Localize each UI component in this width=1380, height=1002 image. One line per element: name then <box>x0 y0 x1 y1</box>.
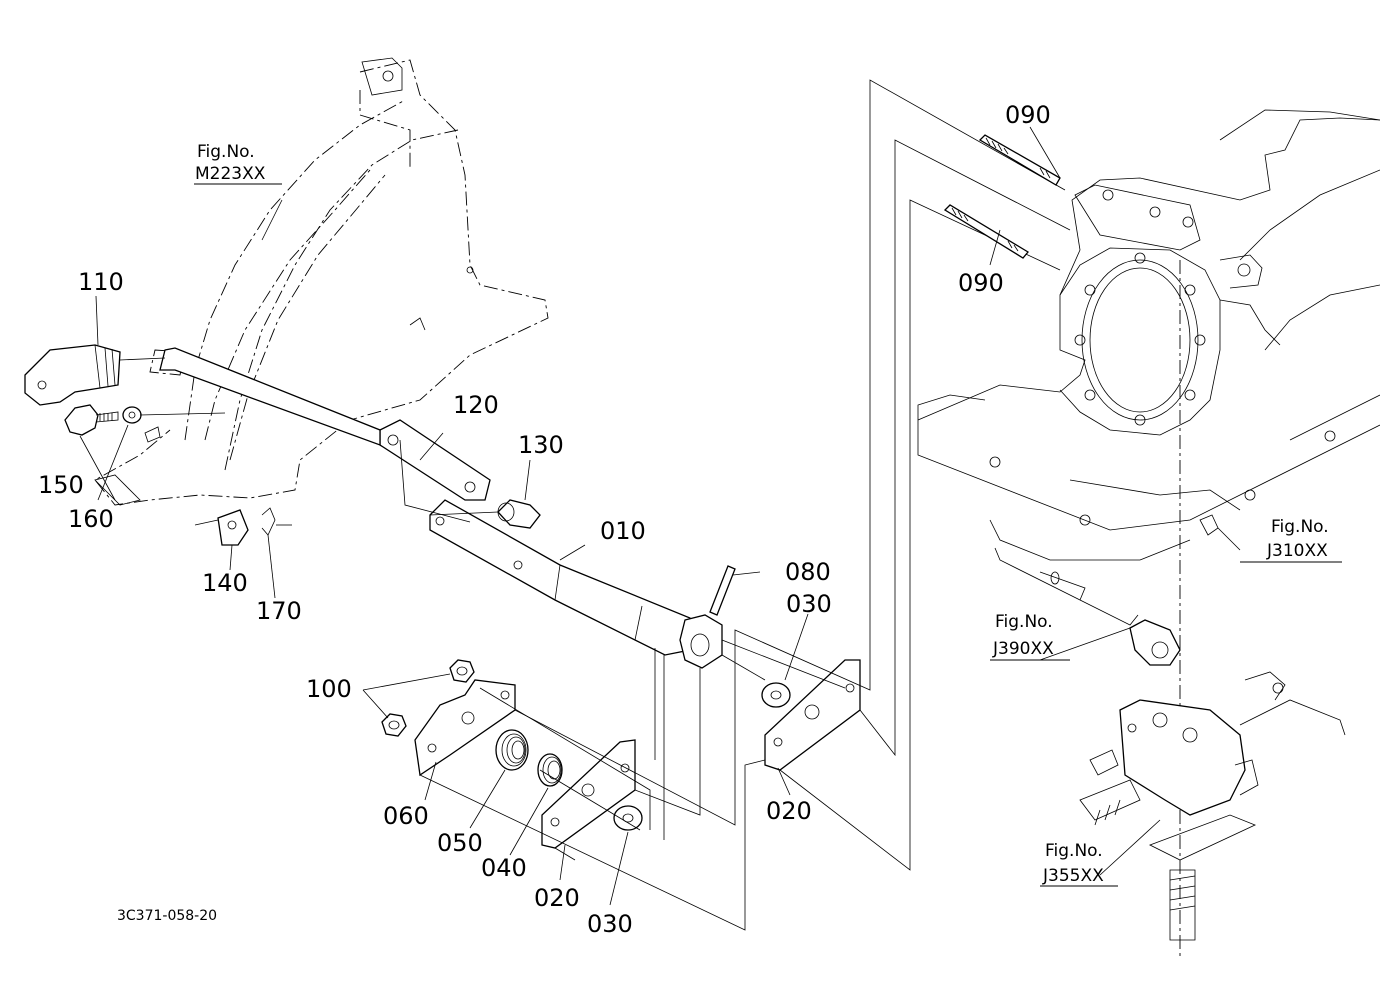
plate-020-right <box>764 659 861 771</box>
shaft-assembly <box>994 547 1181 666</box>
fig-ref-m223-line2: M223XX <box>195 164 266 184</box>
label-130: 130 <box>518 431 564 459</box>
fig-ref-j390[interactable]: Fig.No. J390XX <box>990 612 1070 661</box>
nut-100-top <box>449 659 475 683</box>
fender-panel <box>94 57 549 506</box>
label-040: 040 <box>481 854 527 882</box>
pin-small <box>144 426 161 443</box>
fig-ref-j310-line2: J310XX <box>1266 541 1328 561</box>
label-020-right: 020 <box>766 797 812 825</box>
label-140: 140 <box>202 569 248 597</box>
bushing-130 <box>429 499 541 529</box>
nut-100-bottom <box>381 713 407 737</box>
label-170: 170 <box>256 597 302 625</box>
r-pin-170 <box>261 507 292 536</box>
plate-060 <box>414 679 516 777</box>
assembly-lines <box>419 79 1071 931</box>
label-030-right: 030 <box>786 590 832 618</box>
label-090-upper: 090 <box>1005 101 1051 129</box>
fig-ref-j355[interactable]: Fig.No. J355XX <box>1040 841 1118 887</box>
rod <box>119 347 381 446</box>
fig-ref-j310-line1: Fig.No. <box>1271 517 1329 537</box>
clip-140 <box>194 509 249 546</box>
leader-lines <box>79 126 1241 906</box>
pin-080 <box>709 565 736 616</box>
transmission-housing <box>917 109 1380 960</box>
label-120: 120 <box>453 391 499 419</box>
spring-050 <box>495 729 529 771</box>
fig-ref-m223-line1: Fig.No. <box>197 142 255 162</box>
label-090-lower: 090 <box>958 269 1004 297</box>
label-100: 100 <box>306 675 352 703</box>
label-150: 150 <box>38 471 84 499</box>
label-020-lower: 020 <box>534 884 580 912</box>
label-110: 110 <box>78 268 124 296</box>
label-050: 050 <box>437 829 483 857</box>
label-080: 080 <box>785 558 831 586</box>
washer-160 <box>122 406 142 424</box>
fig-ref-j310[interactable]: Fig.No. J310XX <box>1240 517 1342 563</box>
washer-030-right <box>721 654 791 708</box>
fig-ref-j390-line2: J390XX <box>992 639 1054 659</box>
valve-assembly <box>1079 671 1346 941</box>
drawing-code: 3C371-058-20 <box>117 908 217 924</box>
stud-090-lower <box>943 204 1029 259</box>
fig-ref-j355-line1: Fig.No. <box>1045 841 1103 861</box>
knob-bolt <box>64 404 119 436</box>
bracket <box>379 419 491 523</box>
spring-040 <box>537 753 563 787</box>
stud-090-upper <box>978 134 1061 186</box>
fig-ref-m223[interactable]: Fig.No. M223XX <box>194 142 282 185</box>
lever-knob <box>24 344 121 406</box>
fig-ref-j390-line1: Fig.No. <box>995 612 1053 632</box>
label-060: 060 <box>383 802 429 830</box>
washer-030-lower <box>613 805 643 831</box>
lever-arm <box>429 499 723 840</box>
label-010: 010 <box>600 517 646 545</box>
label-030-lower: 030 <box>587 910 633 938</box>
fig-ref-j355-line2: J355XX <box>1042 866 1104 886</box>
label-160: 160 <box>68 505 114 533</box>
